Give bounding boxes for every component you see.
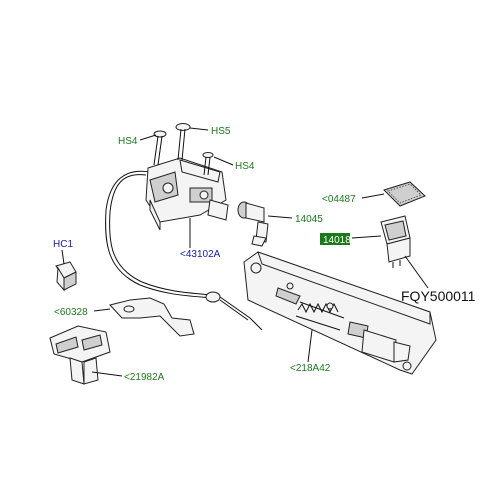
actuator-panel-218a42 bbox=[243, 251, 437, 375]
label-14018[interactable]: 14018 bbox=[323, 235, 351, 246]
label-hs4-top[interactable]: HS4 bbox=[118, 136, 138, 147]
spring bbox=[295, 301, 345, 331]
label-14018-highlight bbox=[320, 233, 350, 245]
connector-14045 bbox=[237, 201, 269, 247]
label-hs5[interactable]: HS5 bbox=[211, 126, 231, 137]
bracket-60328 bbox=[109, 297, 195, 337]
label-hs4-right[interactable]: HS4 bbox=[235, 161, 255, 172]
label-43102a[interactable]: <43102A bbox=[180, 249, 221, 260]
pad-04487 bbox=[383, 181, 426, 207]
latch-assembly bbox=[145, 157, 229, 231]
screw-hs4-right bbox=[202, 152, 214, 176]
label-hc1[interactable]: HC1 bbox=[53, 239, 73, 250]
clip-hc1 bbox=[55, 261, 77, 292]
label-14045[interactable]: 14045 bbox=[295, 214, 323, 225]
striker-21982a bbox=[49, 325, 111, 385]
leader-lines bbox=[61, 127, 429, 377]
label-218a42[interactable]: <218A42 bbox=[290, 363, 331, 374]
bolt-hs5 bbox=[175, 123, 191, 161]
screw-hs4-top bbox=[153, 130, 167, 166]
switch-14018 bbox=[380, 215, 411, 268]
label-21982a[interactable]: <21982A bbox=[124, 372, 165, 383]
label-04487[interactable]: <04487 bbox=[322, 194, 356, 205]
reference-number: FQY500011 bbox=[401, 288, 476, 304]
label-60328[interactable]: <60328 bbox=[54, 307, 88, 318]
release-cable bbox=[105, 170, 263, 331]
